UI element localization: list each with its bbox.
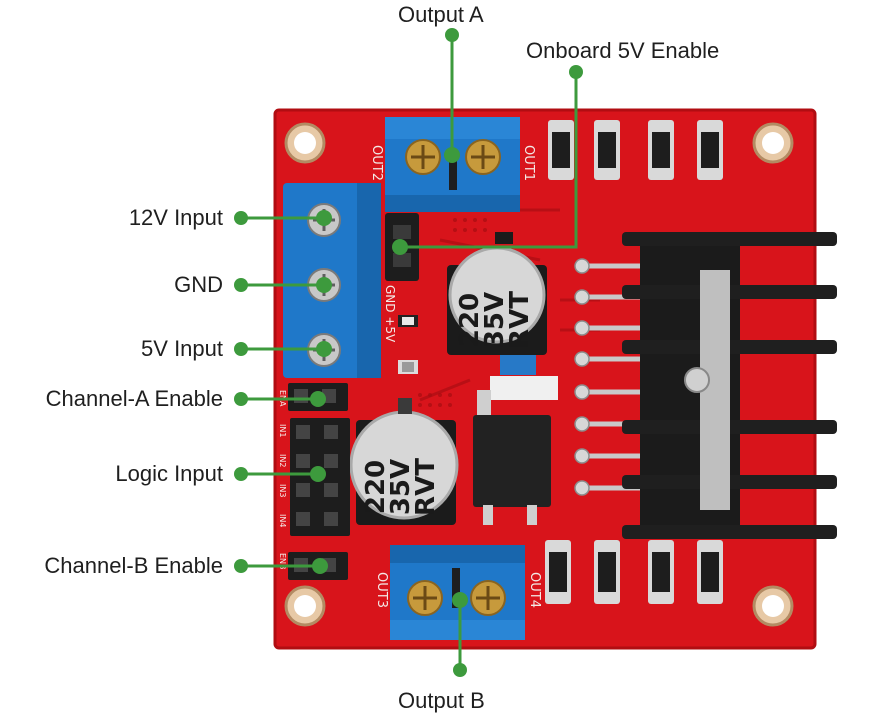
capacitor-top: 220 35V RVT <box>447 246 547 355</box>
silk-in2: IN2 <box>278 454 287 467</box>
capacitor-bottom-line3: RVT <box>411 458 441 516</box>
label-channel-a-enable: Channel-A Enable <box>45 386 223 411</box>
capacitor-top-line2: 35V <box>480 292 510 348</box>
driver-chip-pads <box>574 258 590 496</box>
silk-out2: OUT2 <box>369 145 384 181</box>
capacitor-bottom-line2: 35V <box>386 459 416 515</box>
heatsink <box>622 232 837 539</box>
smd-components <box>398 232 558 400</box>
label-output-a: Output A <box>398 2 484 27</box>
top-diodes <box>548 120 723 180</box>
label-channel-b-enable: Channel-B Enable <box>44 553 223 578</box>
terminal-power <box>283 183 381 378</box>
silk-out4: OUT4 <box>527 572 542 608</box>
silk-in3: IN3 <box>278 484 287 497</box>
silk-gnd-5v: GND +5V <box>383 285 397 343</box>
silk-in4: IN4 <box>278 514 287 527</box>
silk-out1: OUT1 <box>521 145 536 181</box>
capacitor-bottom-line1: 220 <box>361 460 391 514</box>
label-5v-input: 5V Input <box>141 336 223 361</box>
capacitor-bottom: 220 35V RVT <box>349 398 459 525</box>
terminal-output-a <box>385 117 520 212</box>
callouts <box>241 35 578 670</box>
silk-out3: OUT3 <box>374 572 389 608</box>
label-output-b: Output B <box>398 688 485 713</box>
capacitor-top-line3: RVT <box>505 291 535 349</box>
silk-in1: IN1 <box>278 424 287 437</box>
label-onboard-5v-enable: Onboard 5V Enable <box>526 38 720 63</box>
label-gnd: GND <box>174 272 223 297</box>
callout-line-onboard-5v <box>400 72 578 249</box>
voltage-regulator <box>473 390 551 525</box>
silkscreen: OUT2 OUT1 OUT3 OUT4 GND +5V ENA IN1 IN2 … <box>278 145 542 608</box>
silk-enb: ENB <box>278 553 287 570</box>
mounting-holes <box>284 122 794 627</box>
label-logic-input: Logic Input <box>115 461 223 486</box>
bottom-diodes <box>545 540 723 604</box>
capacitor-top-line1: 220 <box>455 293 485 347</box>
label-12v-input: 12V Input <box>128 205 223 230</box>
callout-dots <box>234 28 583 677</box>
